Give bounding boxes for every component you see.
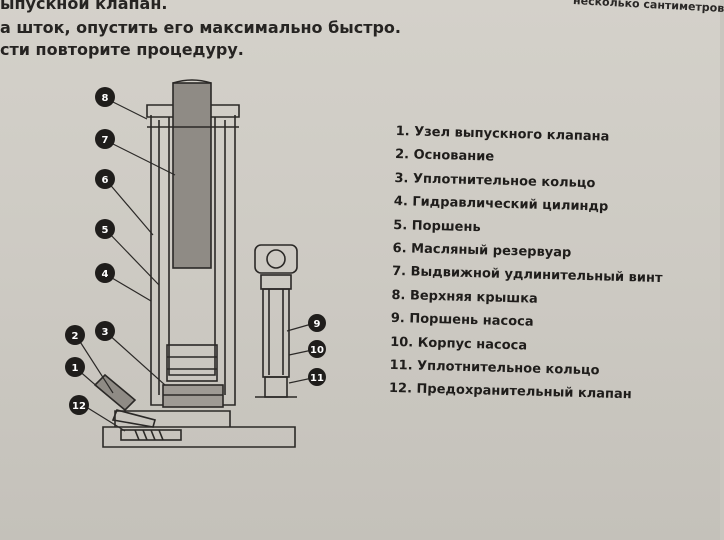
callout-2: 2 [65, 325, 85, 345]
callout-4: 4 [95, 263, 115, 283]
svg-text:3: 3 [102, 327, 109, 338]
callout-12: 12 [69, 395, 89, 415]
callout-7: 7 [95, 129, 115, 149]
svg-text:9: 9 [314, 319, 321, 330]
svg-text:4: 4 [102, 269, 109, 280]
jack-diagram: 8 7 6 5 4 3 2 1 12 9 10 11 [65, 79, 326, 448]
svg-text:5: 5 [102, 225, 109, 236]
callout-5: 5 [95, 219, 115, 239]
callout-9: 9 [308, 314, 326, 332]
svg-text:10: 10 [310, 345, 324, 356]
svg-text:1: 1 [72, 363, 79, 374]
callout-11: 11 [308, 368, 326, 386]
base-outline [102, 426, 296, 448]
callout-10: 10 [308, 340, 326, 358]
callout-1: 1 [65, 357, 85, 377]
parts-legend: 1. Узел выпускного клапана 2. Основание … [389, 120, 667, 408]
svg-text:11: 11 [310, 373, 324, 384]
svg-text:8: 8 [102, 93, 109, 104]
instruction-line-3: сти повторите процедуру. [0, 40, 244, 59]
callout-8: 8 [95, 87, 115, 107]
callout-6: 6 [95, 169, 115, 189]
svg-text:12: 12 [72, 401, 86, 412]
instruction-line-2: а шток, опустить его максимально быстро. [0, 18, 401, 37]
svg-text:7: 7 [102, 135, 109, 146]
svg-text:2: 2 [72, 331, 79, 342]
corner-note: несколько сантиметров [572, 0, 724, 15]
instruction-line-1: ыпускной клапан. [0, 0, 168, 13]
svg-text:6: 6 [102, 175, 109, 186]
callout-3: 3 [95, 321, 115, 341]
